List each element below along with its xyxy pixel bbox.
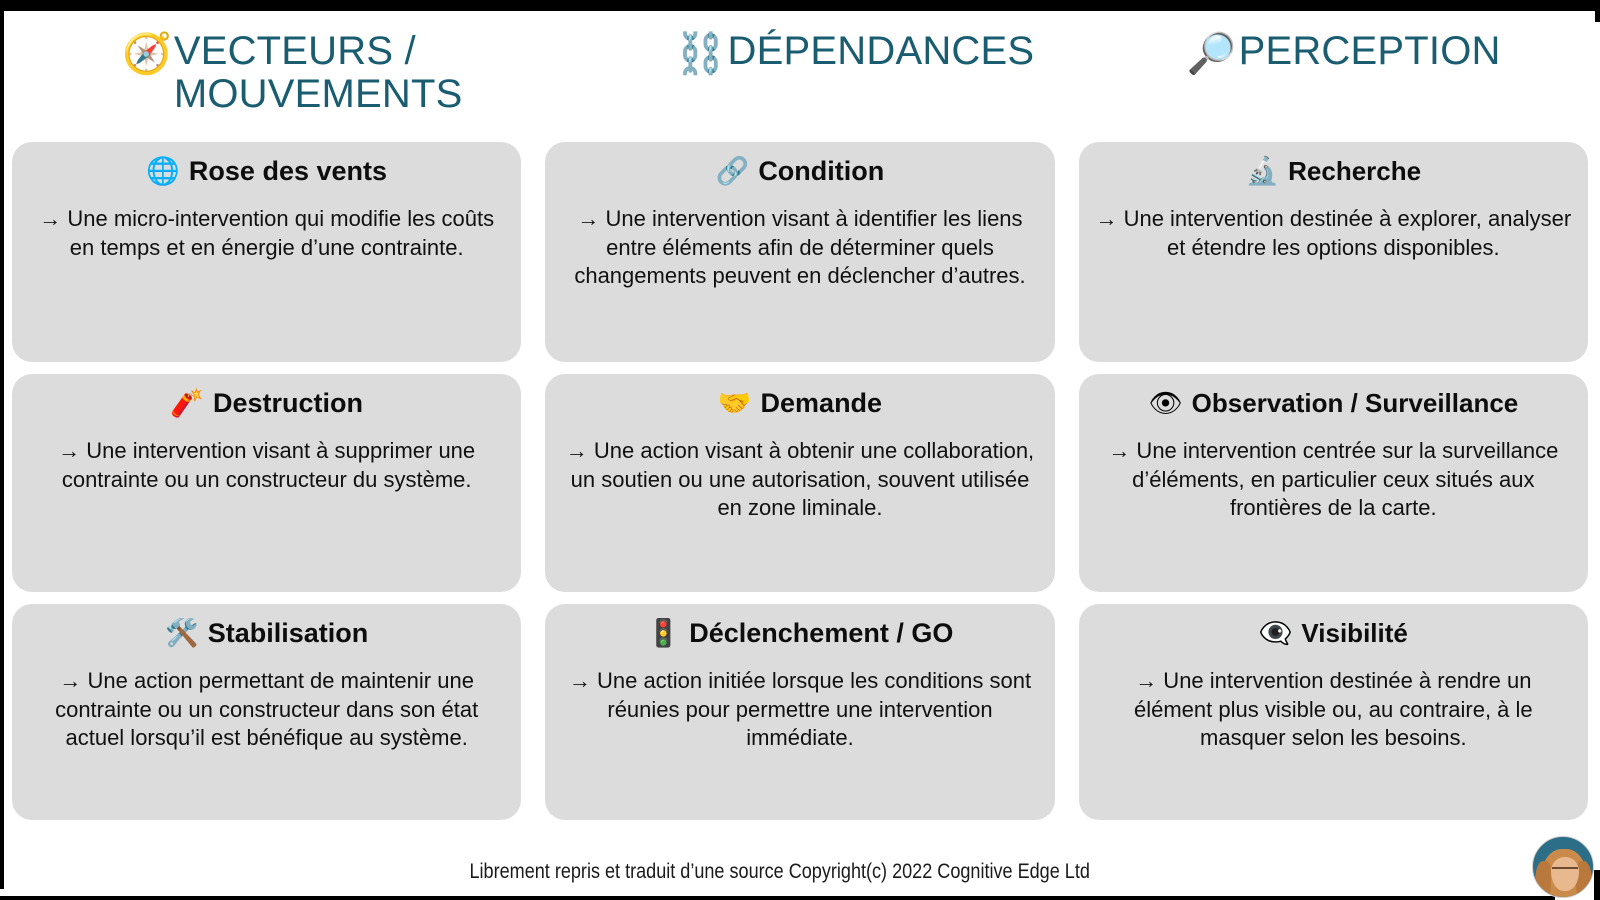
avatar-hair-left xyxy=(1535,861,1551,897)
card-visibilite[interactable]: 👁️‍🗨️ Visibilité → Une intervention dest… xyxy=(1078,604,1588,820)
card-description: → Une intervention visant à supprimer un… xyxy=(58,438,476,492)
card-description: → Une action permettant de maintenir une… xyxy=(55,668,479,751)
card-title: 🔗 Condition xyxy=(561,156,1038,187)
header-perception: 🔎 PERCEPTION xyxy=(1099,22,1588,132)
card-demande[interactable]: 🤝 Demande → Une action visant à obtenir … xyxy=(545,374,1055,592)
avatar-face xyxy=(1551,857,1579,891)
card-title: 👁️‍🗨️ Visibilité xyxy=(1095,618,1572,649)
card-title: 🌐 Rose des vents xyxy=(28,156,505,187)
card-title-text: Demande xyxy=(760,388,883,418)
card-description: → Une action visant à obtenir une collab… xyxy=(565,438,1035,521)
magnifying-glass-icon: 🔎 xyxy=(1186,32,1237,76)
globe-with-meridians-icon: 🌐 xyxy=(146,156,180,186)
card-condition[interactable]: 🔗 Condition → Une intervention visant à … xyxy=(545,142,1055,362)
card-title: 👁 Observation / Surveillance xyxy=(1095,388,1572,419)
frame-border-top xyxy=(0,0,1600,11)
card-title-text: Visibilité xyxy=(1301,618,1408,648)
header-dependances: ⛓️ DÉPENDANCES xyxy=(611,22,1100,132)
column-vecteurs-mouvements: 🌐 Rose des vents → Une micro-interventio… xyxy=(12,142,522,820)
card-description: → Une intervention visant à identifier l… xyxy=(574,206,1026,289)
link-icon: 🔗 xyxy=(715,156,750,186)
header-label: DÉPENDANCES xyxy=(727,29,1035,73)
card-title: 🔬 Recherche xyxy=(1095,156,1572,187)
microscope-icon: 🔬 xyxy=(1245,156,1280,186)
card-description: → Une intervention centrée sur la survei… xyxy=(1108,438,1559,521)
column-headers: 🧭 VECTEURS / MOUVEMENTS ⛓️ DÉPENDANCES 🔎… xyxy=(12,22,1588,132)
header-vecteurs-mouvements: 🧭 VECTEURS / MOUVEMENTS xyxy=(12,22,611,132)
card-title-text: Condition xyxy=(758,156,885,186)
card-rose-des-vents[interactable]: 🌐 Rose des vents → Une micro-interventio… xyxy=(12,142,522,362)
card-description: → Une micro-intervention qui modifie les… xyxy=(39,206,495,260)
frame-border-right-bottom xyxy=(1594,870,1600,900)
card-title-text: Stabilisation xyxy=(207,618,369,648)
card-title-text: Déclenchement / GO xyxy=(689,618,954,648)
frame-border-left xyxy=(0,11,4,889)
avatar-hair-right xyxy=(1576,861,1592,897)
card-title-text: Observation / Surveillance xyxy=(1191,388,1519,418)
card-grid: 🌐 Rose des vents → Une micro-interventio… xyxy=(12,142,1588,820)
column-perception: 🔬 Recherche → Une intervention destinée … xyxy=(1078,142,1588,820)
hammer-and-wrench-icon: 🛠️ xyxy=(165,618,199,648)
card-title-text: Destruction xyxy=(212,388,363,418)
card-title: 🤝 Demande xyxy=(561,388,1038,419)
card-observation-surveillance[interactable]: 👁 Observation / Surveillance → Une inter… xyxy=(1078,374,1588,592)
card-stabilisation[interactable]: 🛠️ Stabilisation → Une action permettant… xyxy=(12,604,522,820)
footer-credit-text: Librement repris et traduit d’une source… xyxy=(469,860,1091,883)
card-description: → Une action initiée lorsque les conditi… xyxy=(568,668,1032,751)
card-recherche[interactable]: 🔬 Recherche → Une intervention destinée … xyxy=(1078,142,1588,362)
header-label: PERCEPTION xyxy=(1238,29,1501,73)
compass-icon: 🧭 xyxy=(122,32,172,76)
footer: Librement repris et traduit d’une source… xyxy=(0,860,1600,884)
vertical-traffic-light-icon: 🚦 xyxy=(646,618,681,648)
broken-chain-icon: ⛓️ xyxy=(675,32,726,76)
card-description: → Une intervention destinée à explorer, … xyxy=(1095,206,1572,260)
eye-in-speech-bubble-icon: 👁️‍🗨️ xyxy=(1258,618,1293,648)
card-destruction[interactable]: 🧨 Destruction → Une intervention visant … xyxy=(12,374,522,592)
card-title: 🧨 Destruction xyxy=(28,388,505,419)
handshake-icon: 🤝 xyxy=(717,388,752,418)
card-title-text: Recherche xyxy=(1288,156,1422,186)
firecracker-icon: 🧨 xyxy=(170,388,204,418)
card-description: → Une intervention destinée à rendre un … xyxy=(1133,668,1533,751)
column-dependances: 🔗 Condition → Une intervention visant à … xyxy=(545,142,1055,820)
eye-icon: 👁 xyxy=(1148,388,1183,418)
card-title: 🚦 Déclenchement / GO xyxy=(561,618,1038,649)
avatar xyxy=(1532,836,1594,898)
avatar-glasses xyxy=(1552,867,1578,874)
card-title: 🛠️ Stabilisation xyxy=(28,618,505,649)
frame-border-bottom xyxy=(0,896,1555,900)
card-declenchement-go[interactable]: 🚦 Déclenchement / GO → Une action initié… xyxy=(545,604,1055,820)
frame-border-right-top xyxy=(1595,0,1600,22)
header-label: VECTEURS / MOUVEMENTS xyxy=(173,29,463,117)
card-title-text: Rose des vents xyxy=(188,156,388,186)
